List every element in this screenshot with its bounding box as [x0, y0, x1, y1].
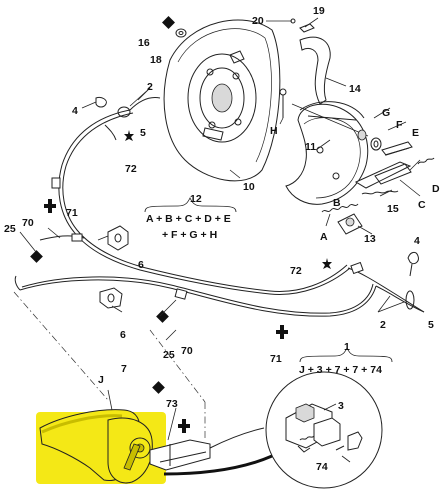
clip-4-right	[407, 251, 419, 277]
label-g: G	[382, 107, 390, 119]
label-7: 7	[121, 363, 127, 375]
label-73: 73	[166, 398, 178, 410]
formula-1: J + 3 + 7 + 7 + 74	[299, 364, 382, 376]
square-markers	[30, 16, 175, 394]
label-18: 18	[150, 54, 162, 66]
formula-12-line2: + F + G + H	[162, 229, 217, 241]
wheel-cylinder-13	[337, 213, 373, 235]
bracket-14	[299, 36, 331, 105]
label-4-right: 4	[414, 235, 420, 247]
label-3: 3	[338, 400, 344, 412]
adjuster-assembly	[354, 157, 435, 197]
label-11: 11	[305, 141, 316, 153]
callout-labels: 16 18 20 19 14 2 4 5 72 H 11 10 G F E D …	[4, 5, 440, 473]
washer-18	[175, 28, 187, 38]
star-marker-72-top	[124, 130, 134, 141]
label-e: E	[412, 127, 419, 139]
label-25-bottom: 25	[163, 349, 175, 361]
label-25-left: 25	[4, 223, 16, 235]
label-5-top: 5	[140, 127, 146, 139]
label-b: B	[333, 197, 341, 209]
handbrake-lever-highlighted	[36, 389, 273, 484]
label-12: 12	[190, 193, 202, 205]
switch-inset-detail	[265, 371, 383, 489]
cable-clip-6-left	[107, 225, 129, 251]
formula-12-line1: A + B + C + D + E	[146, 213, 231, 225]
label-10: 10	[243, 181, 255, 193]
label-6-bottom: 6	[120, 329, 126, 341]
label-h: H	[270, 125, 278, 137]
cables	[14, 97, 425, 317]
label-70-bottom: 70	[181, 345, 193, 357]
label-72-top: 72	[125, 163, 137, 175]
label-72-mid: 72	[290, 265, 302, 277]
label-2-right: 2	[380, 319, 386, 331]
cross-markers	[44, 199, 288, 433]
brake-shoes	[285, 101, 369, 205]
cable-clip-6-bottom	[99, 287, 123, 309]
dashed-guides	[13, 291, 206, 440]
label-70-left: 70	[22, 217, 34, 229]
pin-h	[279, 88, 287, 118]
label-j: J	[98, 374, 104, 386]
formula-captions: A + B + C + D + E + F + G + H J + 3 + 7 …	[146, 213, 382, 376]
adjuster-15	[354, 161, 412, 189]
label-4-top: 4	[72, 105, 78, 117]
label-c: C	[418, 199, 426, 211]
bolt-74	[347, 431, 363, 451]
label-71-left: 71	[66, 207, 78, 219]
label-71-bottom: 71	[270, 353, 282, 365]
label-a: A	[320, 231, 328, 243]
ring-5-right	[405, 290, 415, 310]
label-15: 15	[387, 203, 399, 215]
label-20: 20	[252, 15, 264, 27]
square-marker-25-left	[30, 250, 43, 263]
star-marker-72-mid	[322, 258, 332, 269]
label-74-inset: 74	[316, 461, 328, 473]
label-d: D	[432, 183, 440, 195]
label-14: 14	[349, 83, 361, 95]
shoe-hardware	[357, 129, 413, 156]
label-13: 13	[364, 233, 376, 245]
label-1: 1	[344, 341, 350, 353]
pin-19	[299, 23, 315, 33]
label-19: 19	[313, 5, 325, 17]
label-leaders	[19, 107, 421, 341]
shoe-spring-b	[321, 203, 359, 213]
cross-marker-73	[178, 419, 190, 433]
leaders-2	[129, 87, 405, 313]
label-5-right: 5	[428, 319, 434, 331]
label-2-top: 2	[147, 81, 153, 93]
label-6-left: 6	[138, 259, 144, 271]
cable-clips	[51, 177, 364, 300]
label-f: F	[396, 119, 403, 131]
square-marker-25-bottom	[156, 310, 169, 323]
ring-5-top	[117, 106, 131, 118]
clip-4-top	[81, 97, 107, 109]
label-16: 16	[138, 37, 150, 49]
formula-braces	[144, 197, 393, 363]
square-marker-7	[152, 381, 165, 394]
cross-marker-71-left	[44, 199, 56, 213]
star-markers	[124, 130, 332, 269]
backing-plate	[163, 19, 281, 182]
cross-marker-71-bottom	[276, 325, 288, 339]
